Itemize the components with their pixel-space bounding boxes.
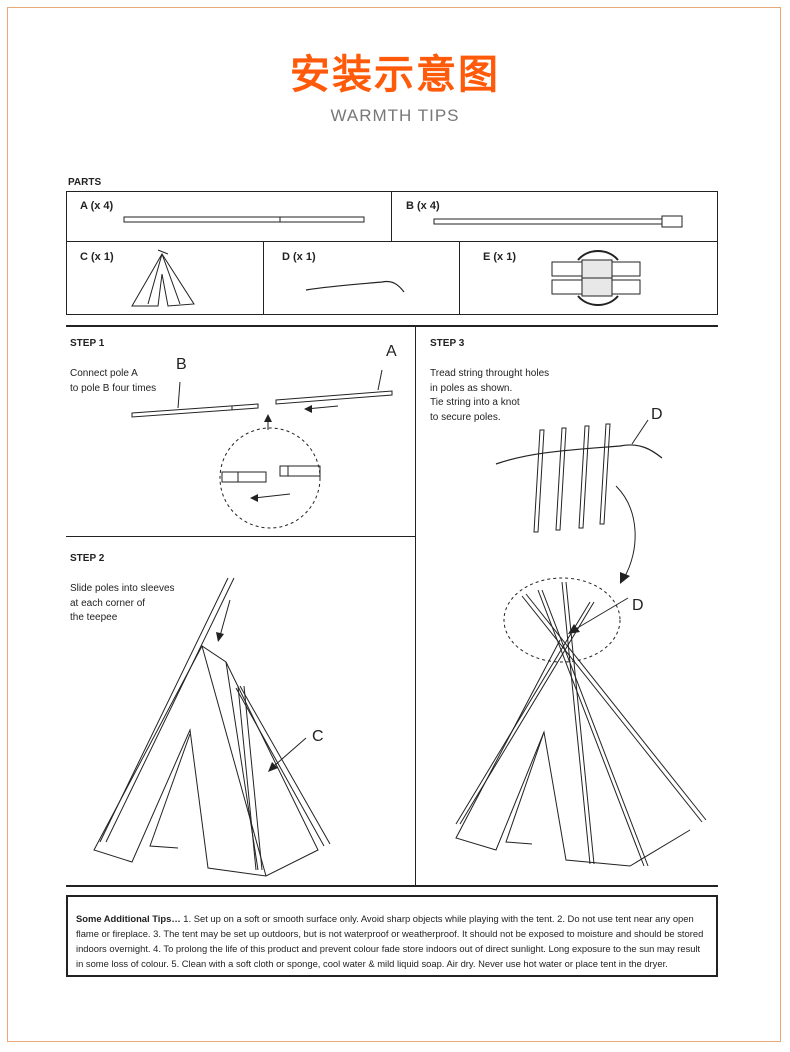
parts-divider-ab xyxy=(391,191,392,242)
parts-divider-cd xyxy=(263,241,264,315)
part-e-label: E (x 1) xyxy=(483,251,517,263)
additional-tips-box: Some Additional Tips… 1. Set up on a sof… xyxy=(66,895,718,977)
part-c-teepee-illustration xyxy=(131,249,195,307)
step1-callout-a: A xyxy=(386,343,397,360)
step1-instructions: Connect pole A to pole B four times xyxy=(70,368,157,394)
step2-instructions: Slide poles into sleeves at each corner … xyxy=(70,583,175,623)
part-c-label: C (x 1) xyxy=(80,251,114,263)
step1-illustration xyxy=(131,369,393,529)
step3-callout-d-top: D xyxy=(651,406,663,423)
part-d-label: D (x 1) xyxy=(282,251,316,263)
page-title: 安装示意图 xyxy=(290,52,500,98)
page-frame xyxy=(7,7,781,1042)
part-e-connector-illustration xyxy=(551,250,641,306)
tips-body: 1. Set up on a soft or smooth surface on… xyxy=(76,913,704,969)
part-b-pole-illustration xyxy=(433,215,683,228)
step2-title: STEP 2 xyxy=(70,553,105,564)
step3-string-illustration xyxy=(495,419,663,533)
part-a-pole-illustration xyxy=(123,216,365,223)
step2-teepee-illustration xyxy=(93,577,331,877)
page-subtitle: WARMTH TIPS xyxy=(330,106,460,125)
parts-heading: PARTS xyxy=(68,177,102,188)
step3-teepee-illustration xyxy=(455,577,707,867)
steps-top-rule xyxy=(66,325,718,327)
step3-instructions: Tread string throught holes in poles as … xyxy=(430,368,550,423)
part-a-label: A (x 4) xyxy=(80,200,114,212)
step3-callout-d-bottom: D xyxy=(632,597,644,614)
part-d-string-illustration xyxy=(305,280,405,293)
step1-callout-b: B xyxy=(176,356,187,373)
tips-heading: Some Additional Tips… xyxy=(76,913,181,924)
part-b-label: B (x 4) xyxy=(406,200,440,212)
step3-arrow xyxy=(615,485,636,584)
steps-left-divider xyxy=(66,536,415,537)
parts-row-divider xyxy=(66,241,718,242)
steps-bottom-rule xyxy=(66,885,718,887)
steps-center-divider xyxy=(415,326,416,886)
step2-callout-c: C xyxy=(312,728,324,745)
parts-divider-de xyxy=(459,241,460,315)
parts-table xyxy=(66,191,718,315)
step1-title: STEP 1 xyxy=(70,338,105,349)
step3-title: STEP 3 xyxy=(430,338,465,349)
